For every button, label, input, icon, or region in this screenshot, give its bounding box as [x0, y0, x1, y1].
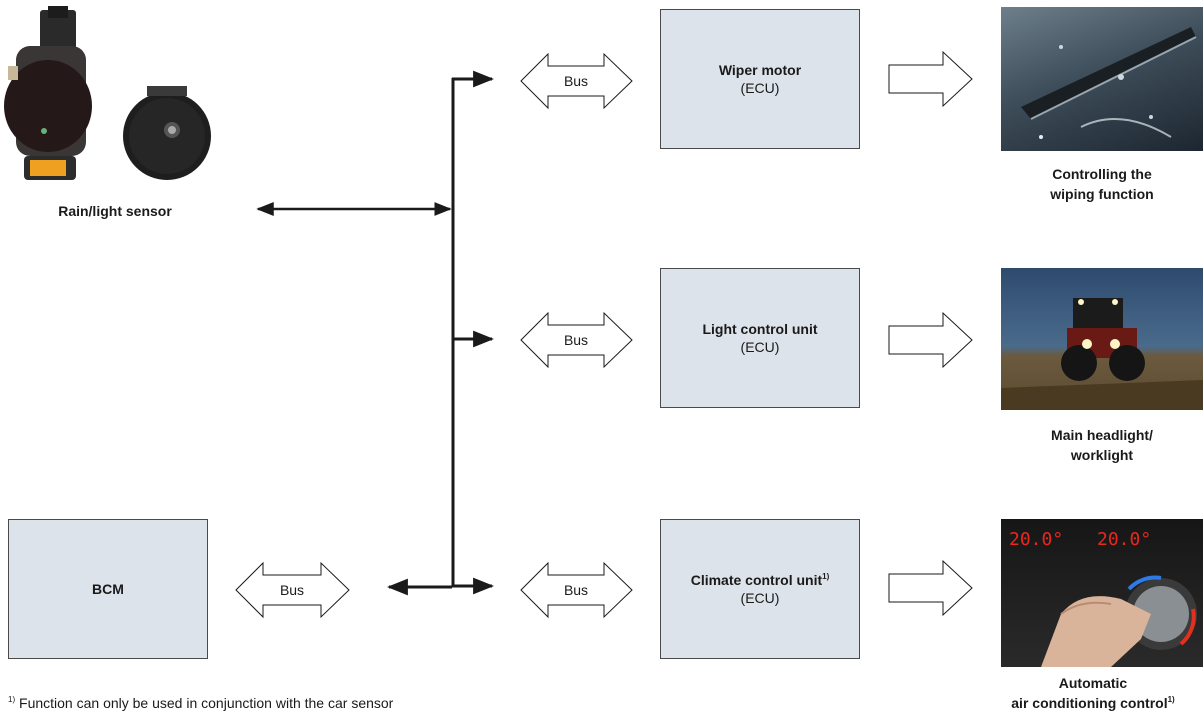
ecu-box-light: Light control unit (ECU) — [660, 268, 860, 408]
bus-label-climate: Bus — [563, 582, 589, 598]
ecu-title-climate: Climate control unit1) — [690, 572, 830, 588]
climate-dial-photo: 20.0° 20.0° — [1001, 519, 1203, 667]
bus-label-light: Bus — [563, 332, 589, 348]
ecu-subtitle-light: (ECU) — [740, 339, 780, 355]
tractor-headlight-photo — [1001, 268, 1203, 410]
ecu-title-light: Light control unit — [702, 321, 818, 337]
output-arrow-wiper — [888, 50, 973, 108]
ecu-box-wiper: Wiper motor (ECU) — [660, 9, 860, 149]
sensor-caption: Rain/light sensor — [58, 203, 172, 219]
output-arrow-climate — [888, 559, 973, 617]
output-caption-climate: Automatic air conditioning control1) — [1011, 675, 1175, 711]
bus-label-wiper: Bus — [563, 73, 589, 89]
bus-arrow-climate — [520, 561, 633, 619]
output-arrow-light — [888, 311, 973, 369]
bcm-box: BCM — [8, 519, 208, 659]
bus-arrow-bcm — [235, 561, 350, 619]
ecu-subtitle-climate: (ECU) — [740, 590, 780, 606]
ac-display-left: 20.0° — [1009, 529, 1064, 550]
output-caption-wiper: Controlling the wiping function — [1050, 166, 1154, 202]
bcm-label: BCM — [92, 581, 124, 597]
ecu-box-climate: Climate control unit1) (ECU) — [660, 519, 860, 659]
rain-light-sensor-icon — [4, 6, 211, 180]
bus-arrow-light — [520, 311, 633, 369]
footnote-text: Function can only be used in conjunction… — [15, 695, 394, 711]
ecu-title-wiper: Wiper motor — [718, 62, 802, 78]
wiper-blade-photo — [1001, 7, 1203, 151]
ecu-subtitle-wiper: (ECU) — [740, 80, 780, 96]
footnote-marker: 1) — [8, 695, 16, 704]
output-caption-light: Main headlight/ worklight — [1051, 427, 1153, 463]
bus-label-bcm: Bus — [279, 582, 305, 598]
bus-arrow-wiper — [520, 52, 633, 110]
footnote: 1) Function can only be used in conjunct… — [8, 694, 393, 712]
ac-display-right: 20.0° — [1097, 529, 1152, 550]
